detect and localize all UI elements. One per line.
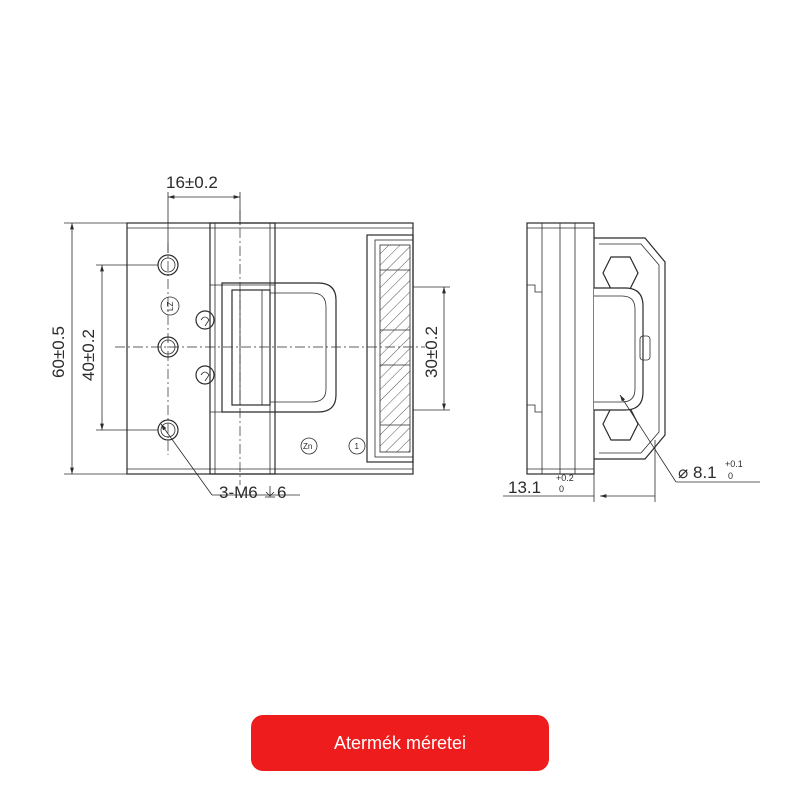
svg-text:3-M6: 3-M6: [219, 483, 258, 502]
svg-text:30±0.2: 30±0.2: [422, 326, 441, 378]
svg-text:0: 0: [559, 484, 564, 494]
dimension-right-height: 30±0.2: [413, 286, 450, 411]
adjust-screw-top: [195, 310, 215, 330]
svg-text:Zn: Zn: [303, 442, 312, 451]
index-mark: 1: [348, 437, 366, 455]
side-view: [526, 222, 666, 475]
svg-text:0: 0: [728, 471, 733, 481]
hinge-knuckle: [209, 222, 276, 475]
svg-text:40±0.2: 40±0.2: [79, 329, 98, 381]
dimension-bore-diameter: ⌀ 8.1 +0.1 0: [619, 394, 760, 483]
adjust-screw-bottom: [195, 365, 215, 385]
dimension-overall-height: 60±0.5: [49, 222, 127, 475]
depth-symbol-icon: [265, 486, 275, 498]
side-hex-body: [594, 237, 666, 460]
hinge-recess: [221, 282, 337, 413]
dimension-side-depth: 13.1 +0.2 0: [503, 440, 656, 502]
svg-text:⌀: ⌀: [678, 463, 688, 482]
thread-callout: 3-M6 6: [160, 423, 300, 502]
side-plate-outline: [526, 222, 595, 475]
svg-text:+0.2: +0.2: [556, 473, 574, 483]
dimension-top-width: 16±0.2: [166, 173, 241, 253]
product-dimensions-button[interactable]: Atermék méretei: [251, 715, 549, 771]
svg-text:6: 6: [277, 483, 286, 502]
material-mark: Zn: [300, 437, 318, 455]
front-view: LZ Zn 1: [115, 210, 425, 485]
svg-text:16±0.2: 16±0.2: [166, 173, 218, 192]
svg-text:1: 1: [355, 442, 360, 451]
svg-text:LZ: LZ: [166, 302, 175, 311]
svg-text:+0.1: +0.1: [725, 459, 743, 469]
svg-text:60±0.5: 60±0.5: [49, 326, 68, 378]
svg-text:13.1: 13.1: [508, 478, 541, 497]
dimension-hole-spacing: 40±0.2: [79, 264, 158, 431]
svg-text:8.1: 8.1: [693, 463, 717, 482]
logo-mark: LZ: [160, 296, 180, 316]
